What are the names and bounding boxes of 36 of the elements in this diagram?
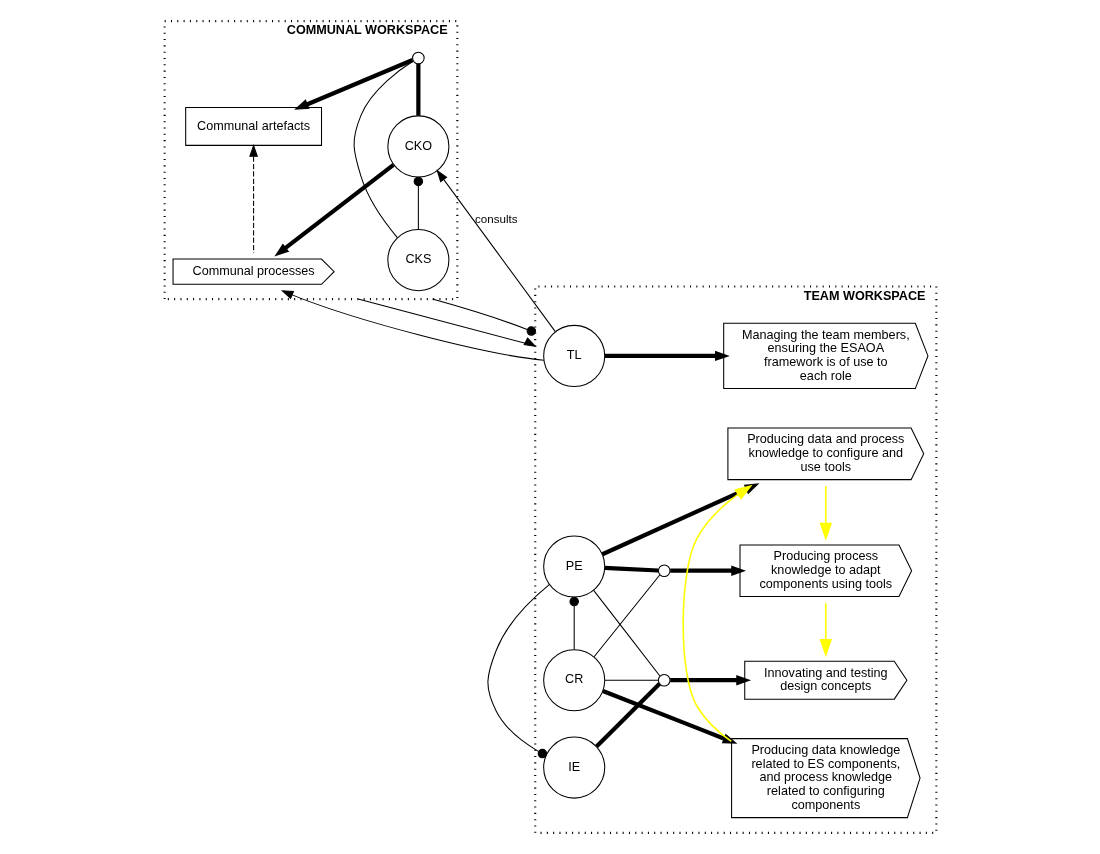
arrow xyxy=(280,290,544,361)
node-circle: IE xyxy=(542,736,605,799)
connector xyxy=(353,60,414,239)
node-circle: CR xyxy=(542,649,605,712)
node-circle: PE xyxy=(542,535,605,598)
node-circle: TL xyxy=(542,324,605,387)
arrow xyxy=(819,602,832,657)
arrow xyxy=(601,689,737,744)
arrow xyxy=(293,58,413,110)
arrow xyxy=(601,483,759,557)
arrow xyxy=(819,485,832,541)
connector xyxy=(413,176,423,230)
arrow xyxy=(248,144,258,254)
arrow xyxy=(669,675,751,686)
connector xyxy=(431,298,536,336)
edge-label: consults xyxy=(474,213,518,226)
node-box: Communal artefacts xyxy=(184,106,322,146)
arrow xyxy=(273,163,395,257)
node-circle xyxy=(657,564,671,578)
connector xyxy=(594,682,661,748)
connector xyxy=(568,596,579,651)
connector xyxy=(486,584,550,759)
node-circle: CKS xyxy=(386,229,449,292)
arrow xyxy=(357,298,537,347)
node-circle xyxy=(411,51,425,65)
arrow xyxy=(435,169,556,333)
connector xyxy=(592,589,660,677)
arrow xyxy=(681,484,753,743)
connector xyxy=(604,565,658,573)
connector xyxy=(593,574,660,658)
arrow xyxy=(604,350,730,362)
node-circle: CKO xyxy=(386,115,449,178)
connector xyxy=(415,63,420,116)
arrow xyxy=(669,565,746,576)
node-circle xyxy=(657,673,671,687)
connector xyxy=(604,679,659,681)
